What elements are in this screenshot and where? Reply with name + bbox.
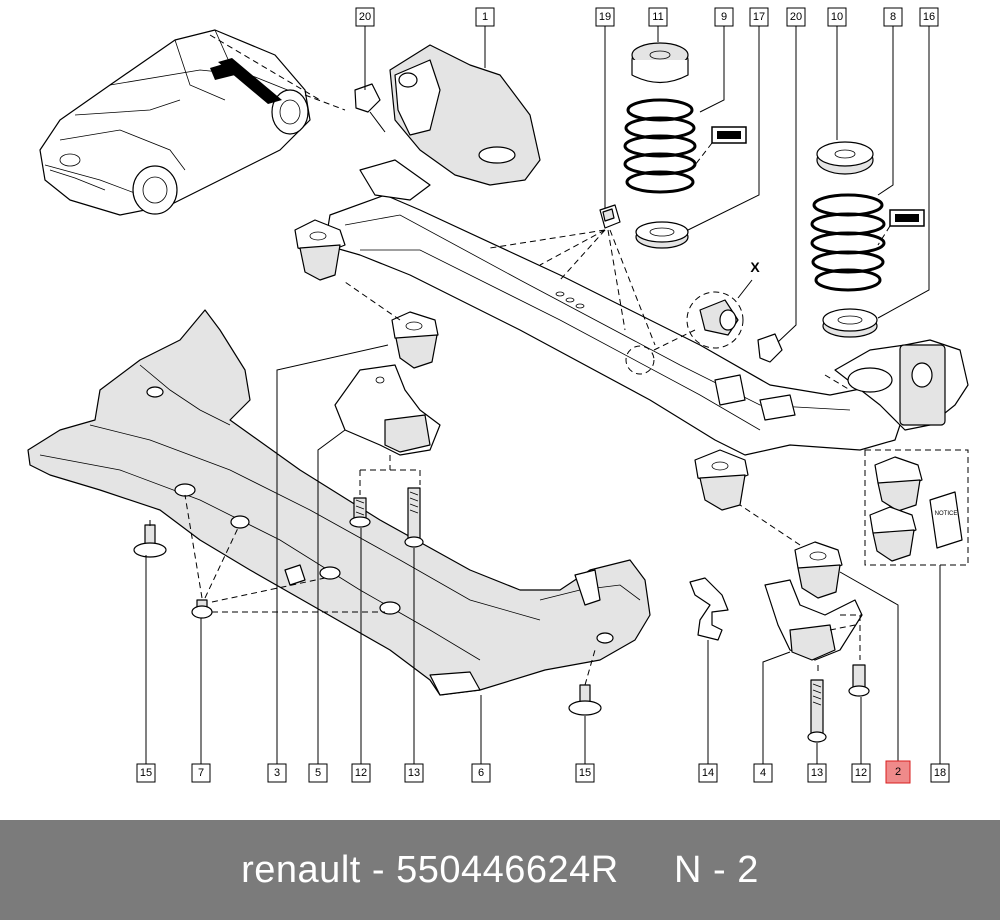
- detail-x-callout: X: [625, 259, 760, 375]
- svg-text:11: 11: [652, 11, 663, 23]
- svg-text:10: 10: [831, 11, 843, 23]
- axle-bushing-left: [294, 219, 346, 281]
- part-label-2-highlighted: 2: [885, 760, 911, 784]
- svg-text:5: 5: [315, 767, 321, 779]
- part-label-13-right: 13: [807, 763, 827, 783]
- svg-text:2: 2: [895, 766, 901, 778]
- underbody-shield: [27, 309, 651, 696]
- clip-20-right: [757, 333, 783, 363]
- car-illustration: [39, 29, 346, 216]
- clip-7: [191, 599, 213, 619]
- bushing-bracket-left: [334, 311, 441, 456]
- part-label-12-right: 12: [851, 763, 871, 783]
- leader-lines: [145, 26, 941, 765]
- part-label-12-left: 12: [351, 763, 371, 783]
- svg-text:3: 3: [274, 767, 280, 779]
- bolt-13-left: [404, 487, 424, 548]
- part-label-9: 9: [714, 7, 734, 27]
- svg-text:15: 15: [579, 767, 591, 779]
- svg-text:12: 12: [355, 767, 367, 779]
- svg-text:17: 17: [753, 11, 765, 23]
- part-label-4: 4: [753, 763, 773, 783]
- part-label-7: 7: [191, 763, 211, 783]
- clip-15-right: [568, 684, 602, 716]
- footer-part-number-text: renault - 550446624R N - 2: [241, 848, 759, 891]
- part-label-6: 6: [471, 763, 491, 783]
- exploded-parts-diagram: X NOTI: [27, 7, 969, 784]
- svg-text:1: 1: [482, 11, 488, 23]
- svg-text:13: 13: [408, 767, 420, 779]
- part-label-10: 10: [827, 7, 847, 27]
- part-label-15-right: 15: [575, 763, 595, 783]
- bushing-bracket-right: [764, 541, 863, 661]
- part-label-8: 8: [883, 7, 903, 27]
- svg-text:7: 7: [198, 767, 204, 779]
- svg-text:8: 8: [890, 11, 896, 23]
- svg-text:14: 14: [702, 767, 714, 779]
- part-label-18: 18: [930, 763, 950, 783]
- notice-card-text: NOTICE: [935, 511, 958, 517]
- svg-text:15: 15: [140, 767, 152, 779]
- svg-text:6: 6: [478, 767, 484, 779]
- part-label-19: 19: [595, 7, 615, 27]
- svg-text:19: 19: [599, 11, 611, 23]
- part-label-16: 16: [919, 7, 939, 27]
- part-label-15-left: 15: [136, 763, 156, 783]
- footer-banner: renault - 550446624R N - 2: [0, 820, 1000, 920]
- part-label-20-top-left: 20: [355, 7, 375, 27]
- clip-20-left: [354, 83, 386, 133]
- part-label-3: 3: [267, 763, 287, 783]
- bracket-14: [689, 577, 729, 641]
- axle-bushing-right: [694, 449, 749, 511]
- spring-stack-left: [623, 42, 747, 249]
- bolt-12-right: [848, 664, 870, 697]
- part-label-14: 14: [698, 763, 718, 783]
- bolt-12-left: [349, 497, 371, 528]
- rear-axle-beam: [324, 44, 969, 456]
- clip-19: [599, 204, 621, 229]
- svg-text:20: 20: [790, 11, 802, 23]
- part-label-17: 17: [749, 7, 769, 27]
- svg-text:20: 20: [359, 11, 371, 23]
- svg-text:18: 18: [934, 767, 946, 779]
- svg-text:16: 16: [923, 11, 935, 23]
- bolt-13-right: [807, 679, 827, 743]
- part-label-11: 11: [648, 7, 668, 27]
- svg-text:4: 4: [760, 767, 766, 779]
- part-label-13-left: 13: [404, 763, 424, 783]
- part-label-20-top-right: 20: [786, 7, 806, 27]
- svg-text:9: 9: [721, 11, 727, 23]
- detail-x-label: X: [750, 259, 760, 275]
- svg-text:13: 13: [811, 767, 823, 779]
- spring-stack-right: [810, 141, 925, 338]
- part-label-5: 5: [308, 763, 328, 783]
- part-label-1: 1: [475, 7, 495, 27]
- bushing-kit-box: NOTICE: [864, 449, 969, 566]
- svg-text:12: 12: [855, 767, 867, 779]
- assembly-lines: [149, 229, 862, 686]
- clip-15-left: [133, 524, 167, 558]
